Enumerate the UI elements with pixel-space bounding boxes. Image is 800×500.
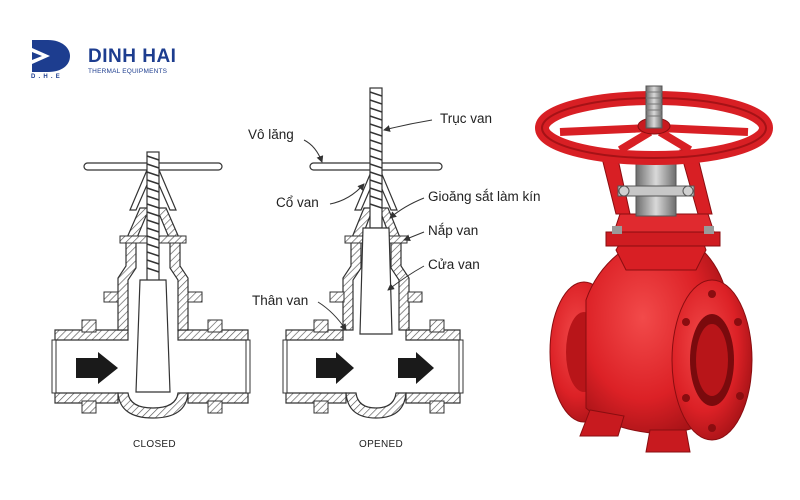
label-gate: Cửa van <box>428 257 480 272</box>
leader-seal <box>389 197 425 219</box>
leader-neck <box>329 183 365 205</box>
label-body: Thân van <box>252 293 309 308</box>
label-seal: Gioăng sắt làm kín <box>428 189 541 204</box>
label-bonnet: Nắp van <box>428 223 479 238</box>
label-neck: Cổ van <box>276 195 319 210</box>
label-stem: Trục van <box>440 111 493 126</box>
leader-body <box>317 301 347 331</box>
leader-stem <box>383 119 433 132</box>
label-handwheel: Vô lăng <box>248 127 294 142</box>
brand-name: DINH HAI <box>88 46 177 67</box>
red-gate-valve-icon <box>535 85 773 453</box>
brand-monogram: D.H.E <box>31 74 64 80</box>
caption-closed: CLOSED <box>133 439 176 450</box>
leader-gate <box>387 265 425 291</box>
leader-bonnet <box>403 231 425 242</box>
leader-handwheel <box>303 139 324 163</box>
closed-valve-drawing <box>51 151 251 419</box>
brand-subtitle: THERMAL EQUIPMENTS <box>88 68 168 75</box>
caption-opened: OPENED <box>359 439 404 450</box>
dhe-logo-icon <box>32 40 70 72</box>
opened-valve-drawing <box>282 87 464 419</box>
